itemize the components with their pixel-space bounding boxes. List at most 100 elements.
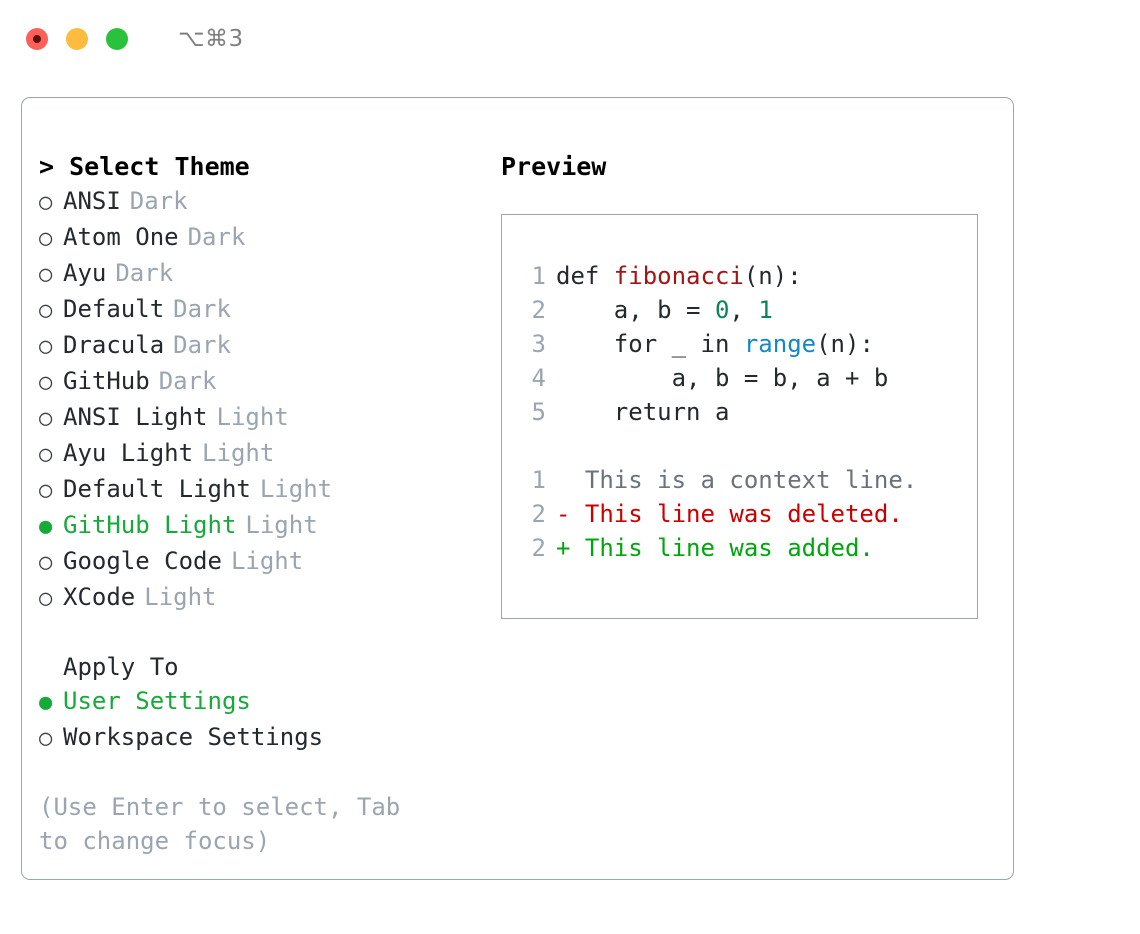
radio-unselected-icon: ○ xyxy=(39,298,53,323)
code-token: return a xyxy=(556,398,730,426)
theme-option[interactable]: ○ XCode Light xyxy=(39,580,479,616)
code-line: 5 return a xyxy=(518,395,977,429)
preview-spacer xyxy=(518,429,977,463)
theme-option[interactable]: ● GitHub Light Light xyxy=(39,508,479,544)
radio-unselected-icon: ○ xyxy=(39,442,53,467)
maximize-window-button[interactable] xyxy=(106,28,128,50)
list-spacer xyxy=(39,616,479,650)
diff-sample: 1 This is a context line.2- This line wa… xyxy=(518,463,977,565)
theme-variant-badge: Light xyxy=(259,475,333,503)
radio-unselected-icon: ○ xyxy=(39,262,53,287)
theme-variant-badge: Light xyxy=(202,439,275,467)
line-number: 4 xyxy=(531,364,546,392)
radio-unselected-icon: ○ xyxy=(39,370,53,395)
theme-variant-badge: Dark xyxy=(129,187,188,215)
code-token: 1 xyxy=(758,296,773,324)
theme-variant-badge: Dark xyxy=(173,331,231,359)
theme-option[interactable]: ○ Default Dark xyxy=(39,292,479,328)
theme-option-label: Default xyxy=(63,295,165,323)
close-window-button[interactable] xyxy=(26,28,48,50)
code-token: a, b = xyxy=(556,296,715,324)
line-number: 3 xyxy=(531,330,546,358)
theme-variant-badge: Light xyxy=(230,547,304,575)
radio-unselected-icon: ○ xyxy=(39,726,53,751)
radio-unselected-icon: ○ xyxy=(39,190,53,215)
theme-variant-badge: Light xyxy=(144,583,217,611)
radio-selected-icon: ● xyxy=(39,690,53,715)
code-line: 3 for _ in range(n): xyxy=(518,327,977,361)
theme-option[interactable]: ○ Ayu Light Light xyxy=(39,436,479,472)
code-token: 0 xyxy=(714,296,730,324)
line-number: 2 xyxy=(531,500,546,528)
line-number: 2 xyxy=(531,534,546,562)
apply-to-option-label: Workspace Settings xyxy=(63,723,324,751)
code-token: (n): xyxy=(816,330,874,358)
line-number: 1 xyxy=(531,262,546,290)
code-line: 2 a, b = 0, 1 xyxy=(518,293,977,327)
code-token: , xyxy=(729,296,759,324)
theme-option-label: Atom One xyxy=(63,223,179,251)
theme-option-label: ANSI xyxy=(63,187,121,215)
minimize-window-button[interactable] xyxy=(66,28,88,50)
radio-unselected-icon: ○ xyxy=(39,478,53,503)
window-titlebar: ⌥⌘3 xyxy=(0,0,1140,78)
code-token: for _ in xyxy=(556,330,744,358)
theme-option[interactable]: ○ ANSI Dark xyxy=(39,184,479,220)
code-token: range xyxy=(743,330,817,358)
theme-option-label: Ayu xyxy=(63,259,107,287)
diff-line: 2- This line was deleted. xyxy=(518,497,977,531)
diff-line-text: This is a context line. xyxy=(556,466,918,494)
preview-title: Preview xyxy=(501,152,607,181)
theme-option-label: GitHub xyxy=(63,367,150,395)
diff-line: 2 + This line was added. xyxy=(518,531,977,565)
line-number: 5 xyxy=(531,398,546,426)
theme-option[interactable]: ○ Dracula Dark xyxy=(39,328,479,364)
radio-selected-icon: ● xyxy=(39,514,53,539)
theme-variant-badge: Light xyxy=(216,403,289,431)
code-token: def xyxy=(556,262,614,290)
code-line-text: def fibonacci(n): xyxy=(556,259,802,293)
theme-option[interactable]: ○ GitHub Dark xyxy=(39,364,479,400)
theme-variant-badge: Dark xyxy=(115,259,174,287)
radio-unselected-icon: ○ xyxy=(39,586,53,611)
code-line: 1 def fibonacci(n): xyxy=(518,259,977,293)
line-number: 2 xyxy=(531,296,546,324)
theme-variant-badge: Dark xyxy=(158,367,217,395)
theme-option-label: Ayu Light xyxy=(63,439,194,467)
code-line-text: return a xyxy=(556,395,730,429)
keyboard-hint-text: (Use Enter to select, Tab to change focu… xyxy=(39,793,415,855)
code-line-text: a, b = b, a + b xyxy=(556,361,889,395)
apply-to-option-label: User Settings xyxy=(63,687,251,715)
theme-option-label: XCode xyxy=(63,583,136,611)
theme-option-label: ANSI Light xyxy=(63,403,208,431)
theme-option-label: Dracula xyxy=(63,331,165,359)
theme-option[interactable]: ○ Ayu Dark xyxy=(39,256,479,292)
diff-line-text: + This line was added. xyxy=(556,534,874,562)
code-line-text: a, b = 0, 1 xyxy=(556,293,773,327)
apply-to-option[interactable]: ● User Settings xyxy=(39,684,479,720)
select-theme-header: > Select Theme xyxy=(39,152,250,181)
line-number: 1 xyxy=(531,466,546,494)
theme-variant-badge: Dark xyxy=(173,295,231,323)
apply-to-option-list: ● User Settings ○ Workspace Settings xyxy=(39,684,479,756)
radio-unselected-icon: ○ xyxy=(39,406,53,431)
code-token: (n): xyxy=(743,262,802,290)
diff-line: 1 This is a context line. xyxy=(518,463,977,497)
radio-unselected-icon: ○ xyxy=(39,226,53,251)
theme-option-label: GitHub Light xyxy=(63,511,237,539)
theme-option[interactable]: ○ ANSI Light Light xyxy=(39,400,479,436)
code-token: fibonacci xyxy=(613,262,744,290)
code-line: 4 a, b = b, a + b xyxy=(518,361,977,395)
apply-to-option[interactable]: ○ Workspace Settings xyxy=(39,720,479,756)
code-line-text: for _ in range(n): xyxy=(556,327,874,361)
radio-unselected-icon: ○ xyxy=(39,334,53,359)
theme-variant-badge: Light xyxy=(245,511,318,539)
